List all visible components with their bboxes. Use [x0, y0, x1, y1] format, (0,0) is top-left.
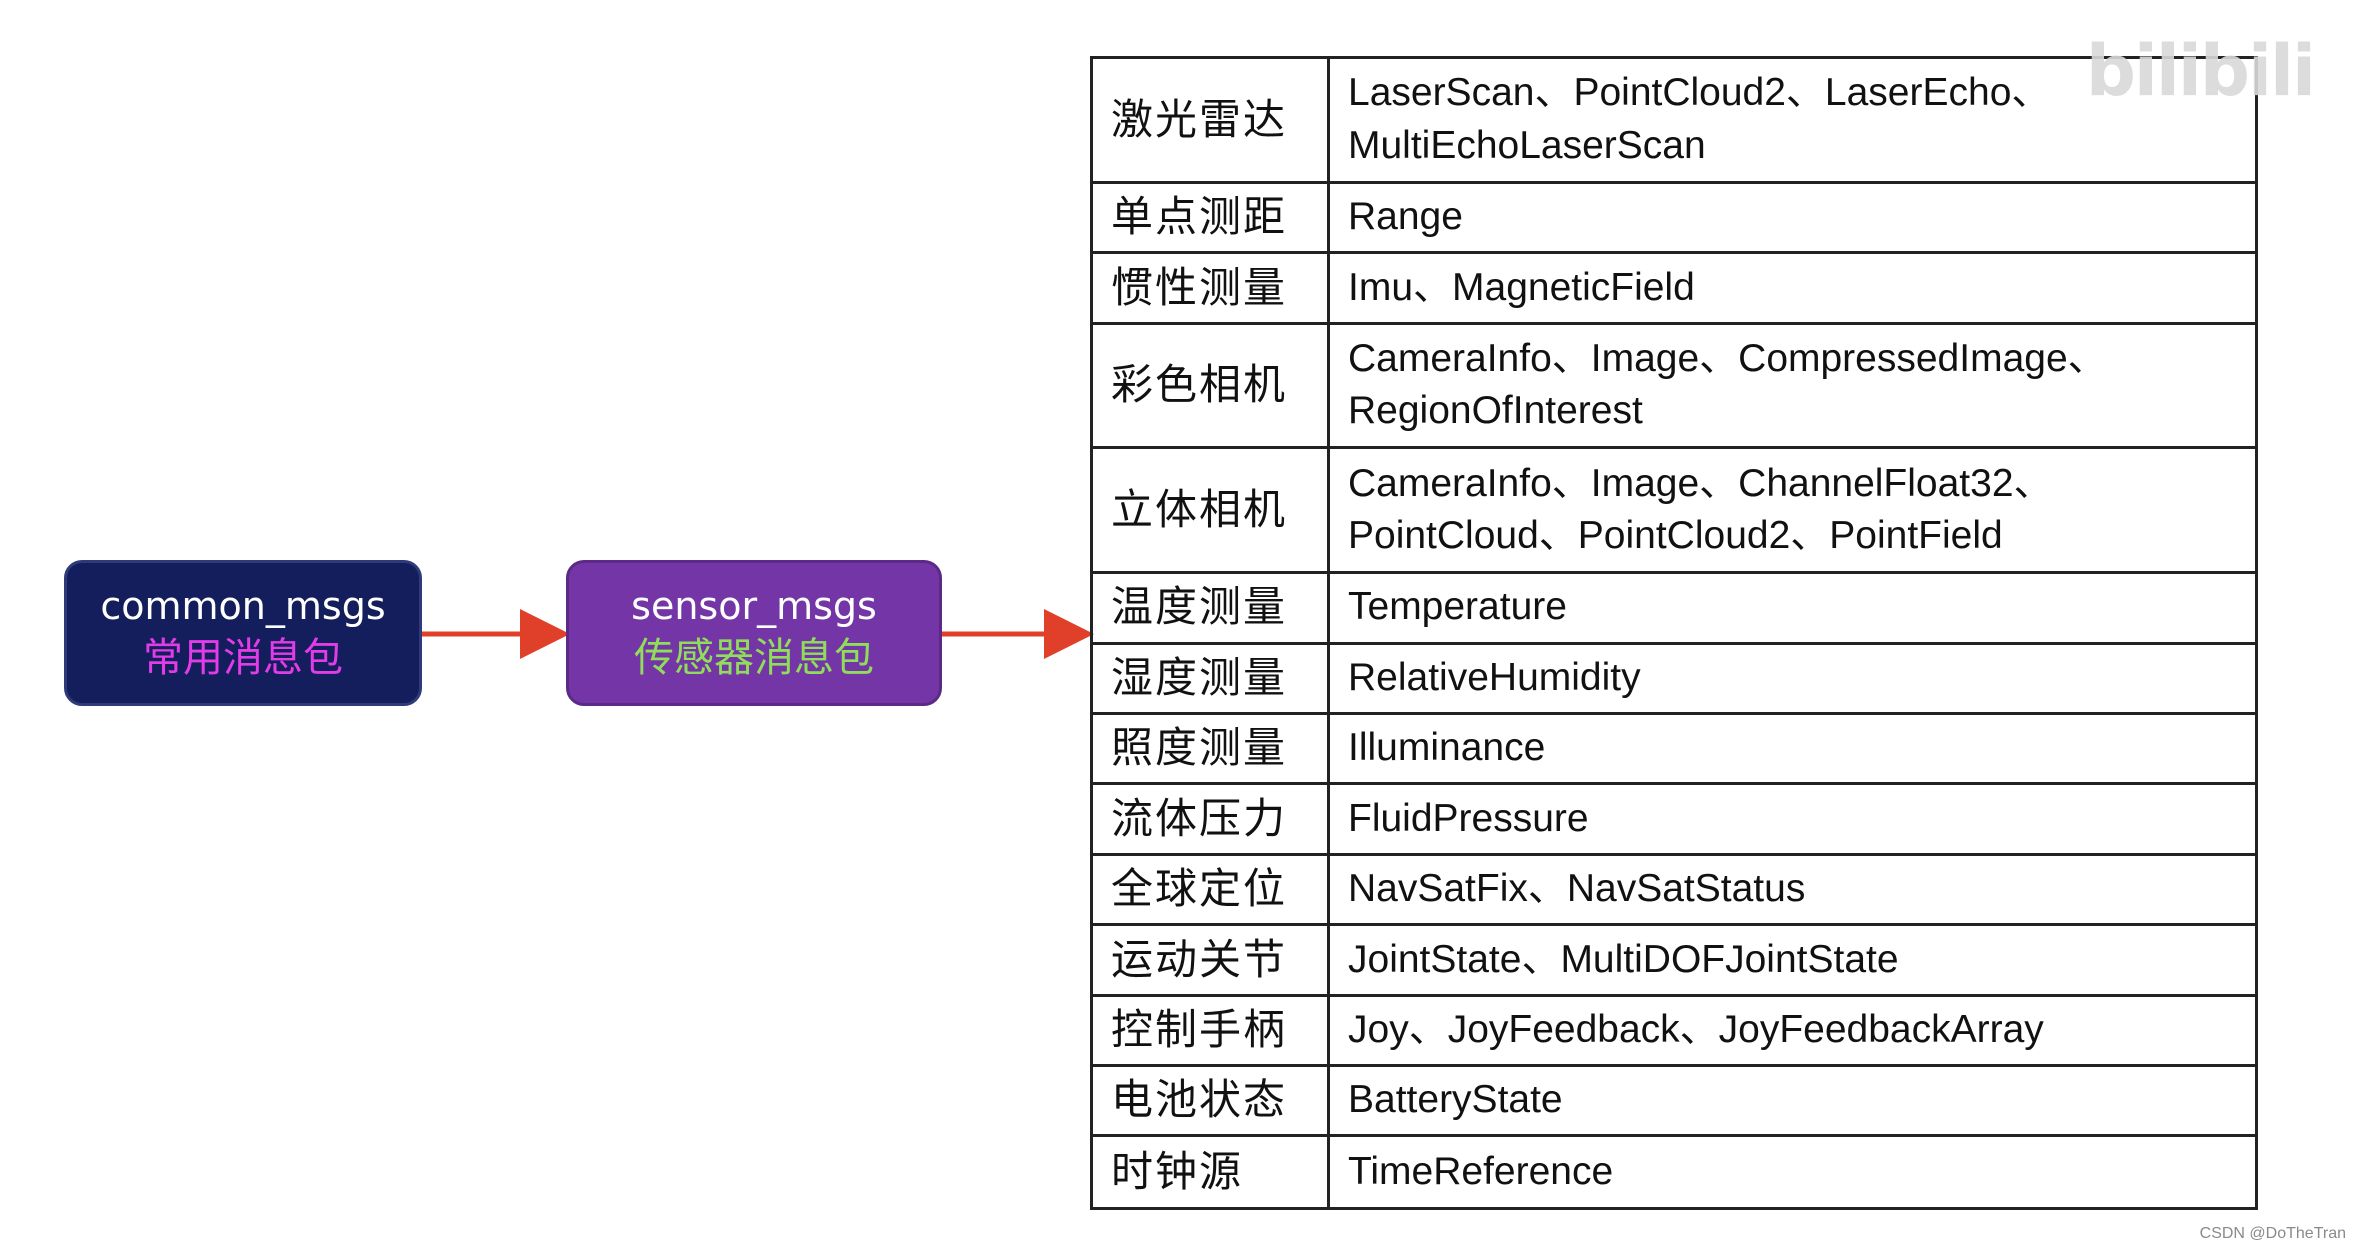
node-sensor-msgs: sensor_msgs 传感器消息包: [566, 560, 942, 706]
category-cell: 电池状态: [1090, 1064, 1330, 1138]
messages-cell: FluidPressure: [1327, 782, 2258, 856]
messages-cell: JointState、MultiDOFJointState: [1327, 923, 2258, 997]
category-cell: 立体相机: [1090, 446, 1330, 575]
messages-cell: LaserScan、PointCloud2、LaserEcho、MultiEch…: [1327, 56, 2258, 184]
messages-cell: Temperature: [1327, 571, 2258, 645]
category-cell: 湿度测量: [1090, 641, 1330, 715]
credit-text: CSDN @DoTheTran: [2199, 1225, 2346, 1242]
category-cell: 温度测量: [1090, 571, 1330, 645]
node-common-msgs: common_msgs 常用消息包: [64, 560, 422, 706]
category-cell: 照度测量: [1090, 711, 1330, 786]
messages-cell: Imu、MagneticField: [1327, 251, 2258, 325]
messages-cell: TimeReference: [1327, 1134, 2258, 1210]
node-sensor-label: 传感器消息包: [634, 634, 874, 681]
category-cell: 流体压力: [1090, 782, 1330, 856]
messages-cell: CameraInfo、Image、ChannelFloat32、PointClo…: [1327, 446, 2258, 575]
messages-cell: RelativeHumidity: [1327, 641, 2258, 715]
category-cell: 激光雷达: [1090, 56, 1330, 184]
messages-cell: Range: [1327, 180, 2258, 255]
messages-cell: Illuminance: [1327, 711, 2258, 786]
category-cell: 控制手柄: [1090, 993, 1330, 1068]
category-cell: 全球定位: [1090, 852, 1330, 927]
bilibili-watermark: bilibili: [2085, 30, 2316, 112]
category-cell: 运动关节: [1090, 923, 1330, 997]
category-cell: 单点测距: [1090, 180, 1330, 255]
node-sensor-name: sensor_msgs: [631, 584, 877, 629]
category-cell: 彩色相机: [1090, 321, 1330, 450]
messages-cell: CameraInfo、Image、CompressedImage、RegionO…: [1327, 321, 2258, 450]
messages-cell: NavSatFix、NavSatStatus: [1327, 852, 2258, 927]
messages-cell: BatteryState: [1327, 1064, 2258, 1138]
category-cell: 惯性测量: [1090, 251, 1330, 325]
node-common-label: 常用消息包: [143, 634, 343, 681]
messages-cell: Joy、JoyFeedback、JoyFeedbackArray: [1327, 993, 2258, 1068]
node-common-name: common_msgs: [100, 584, 386, 629]
category-cell: 时钟源: [1090, 1134, 1330, 1210]
